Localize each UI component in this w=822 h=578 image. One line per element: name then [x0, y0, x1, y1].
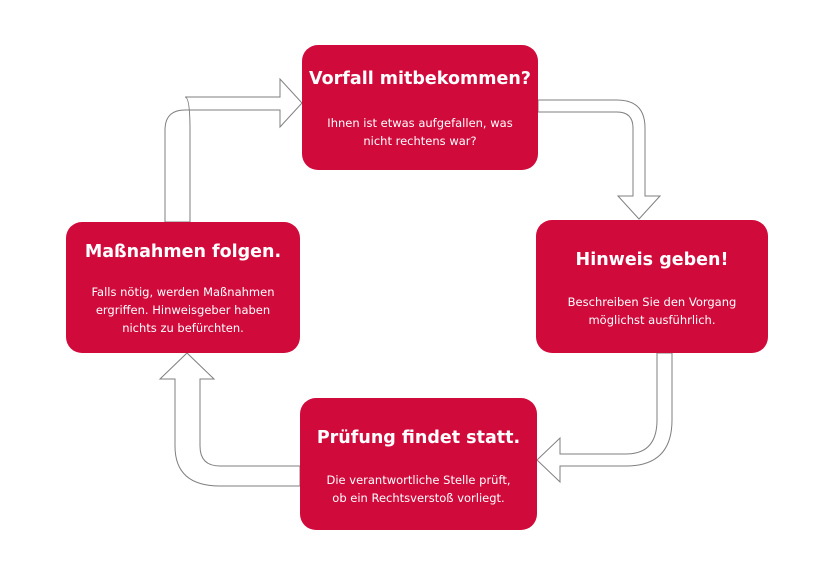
arrow-bottom-to-left	[158, 352, 301, 487]
step-title: Prüfung findet statt.	[316, 428, 521, 448]
step-description: Beschreiben Sie den Vorgang möglichst au…	[567, 295, 737, 327]
step-title: Hinweis geben!	[575, 250, 729, 270]
arrow-top-to-right	[537, 99, 662, 220]
step-measures: Maßnahmen folgen. Falls nötig, werden Ma…	[66, 222, 300, 353]
arrow-left-to-top	[164, 77, 303, 223]
step-title: Maßnahmen folgen.	[84, 242, 282, 262]
step-description: Falls nötig, werden Maßnahmen ergriffen.…	[91, 285, 275, 335]
step-title: Vorfall mitbekommen?	[309, 69, 531, 89]
arrow-right-to-bottom	[536, 352, 673, 484]
step-description: Ihnen ist etwas aufgefallen, was nicht r…	[327, 116, 513, 148]
step-description: Die verantwortliche Stelle prüft, ob ein…	[326, 473, 511, 505]
step-report-incident: Vorfall mitbekommen? Ihnen ist etwas auf…	[302, 45, 538, 170]
step-review: Prüfung findet statt. Die verantwortlich…	[300, 398, 537, 530]
step-give-notice: Hinweis geben! Beschreiben Sie den Vorga…	[536, 220, 768, 353]
